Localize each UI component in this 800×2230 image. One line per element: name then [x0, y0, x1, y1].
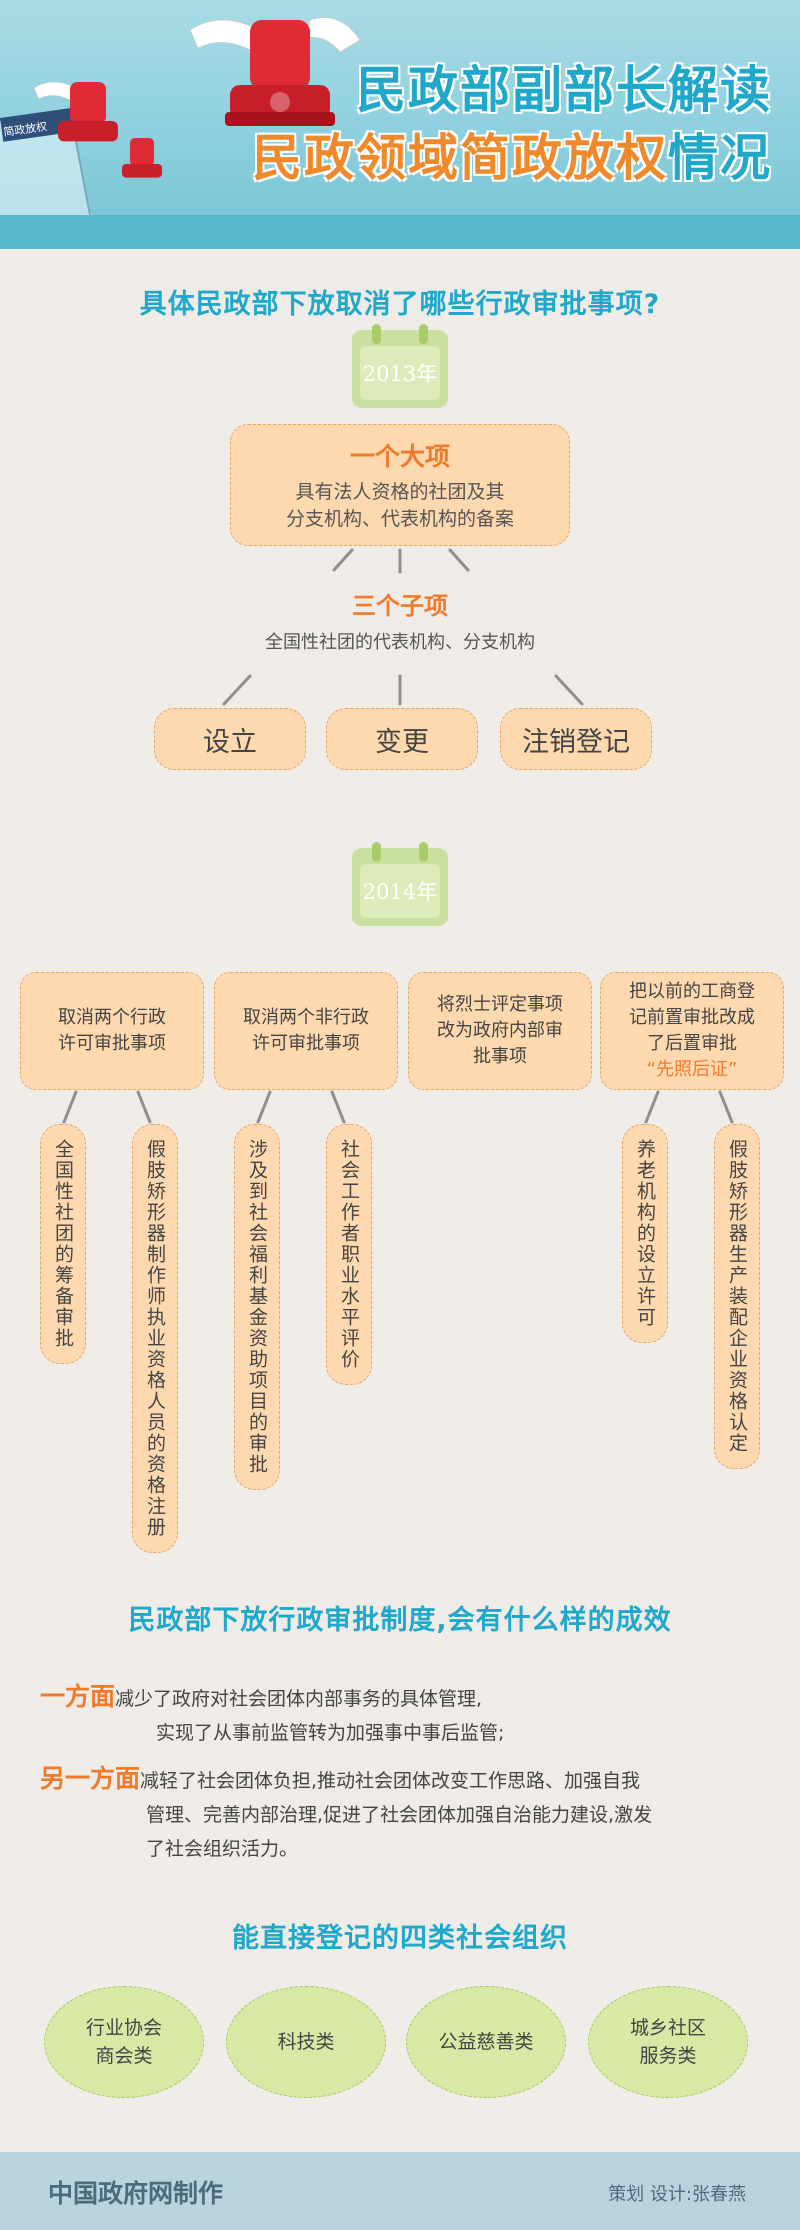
aspect-two-label: 另一方面 — [40, 1764, 141, 1793]
option-establish: 设立 — [154, 708, 306, 770]
title-line-1: 民政部副部长解读 — [356, 61, 772, 119]
vertical-item-1: 全国性社团的筹备审批 — [40, 1124, 86, 1364]
footer-credit: 策划 设计:张春燕 — [608, 2184, 746, 2205]
stamp-icon — [33, 81, 119, 142]
stamp-icon — [189, 17, 361, 126]
box-2014-3: 将烈士评定事项改为政府内部审批事项 — [408, 972, 592, 1090]
sub-items-text: 全国性社团的代表机构、分支机构 — [265, 632, 535, 653]
major-item-title: 一个大项 — [349, 442, 450, 471]
footer-producer: 中国政府网制作 — [48, 2179, 224, 2208]
vertical-item-3: 涉及到社会福利基金资助项目的审批 — [234, 1124, 280, 1490]
major-item-box: 一个大项 具有法人资格的社团及其 分支机构、代表机构的备案 — [230, 424, 570, 546]
section3-title: 能直接登记的四类社会组织 — [232, 1923, 568, 1954]
vertical-item-5: 养老机构的设立许可 — [622, 1124, 668, 1343]
hero-illustration: 简政放权 — [0, 17, 361, 215]
option-cancel-registration: 注销登记 — [500, 708, 652, 770]
title-line-2: 民政领域简政放权情况 — [252, 129, 772, 187]
year-2014: 2014年 — [360, 864, 440, 918]
vertical-item-2: 假肢矫形器制作师执业资格人员的资格注册 — [132, 1124, 178, 1553]
footer: 中国政府网制作 策划 设计:张春燕 — [0, 2152, 800, 2230]
vertical-item-6: 假肢矫形器生产装配企业资格认定 — [714, 1124, 760, 1469]
calendar-icon: 2013年 — [352, 324, 448, 408]
aspect-two: 另一方面减轻了社会团体负担,推动社会团体改变工作思路、加强自我 管理、完善内部治… — [40, 1764, 653, 1860]
box-2014-1: 取消两个行政许可审批事项 — [20, 972, 204, 1090]
year-2013: 2013年 — [360, 346, 440, 400]
sub-items-title: 三个子项 — [352, 592, 448, 620]
stamp-icon — [122, 138, 162, 178]
section1-title: 具体民政部下放取消了哪些行政审批事项? — [139, 289, 661, 320]
svg-text:简政放权: 简政放权 — [2, 119, 48, 139]
header-banner: 简政放权 民政部副部长解读 民政领域简政放权情况 — [0, 0, 800, 215]
org-type-charity: 公益慈善类 — [406, 1986, 566, 2098]
section2-title: 民政部下放行政审批制度,会有什么样的成效 — [128, 1605, 672, 1636]
org-type-community: 城乡社区服务类 — [588, 1986, 748, 2098]
org-type-technology: 科技类 — [226, 1986, 386, 2098]
box-2014-2: 取消两个非行政许可审批事项 — [214, 972, 398, 1090]
aspect-one-label: 一方面 — [40, 1682, 116, 1711]
box-2014-4: 把以前的工商登记前置审批改成了后置审批“先照后证” — [600, 972, 784, 1090]
calendar-icon: 2014年 — [352, 842, 448, 926]
major-item-text: 具有法人资格的社团及其 分支机构、代表机构的备案 — [285, 481, 514, 530]
option-change: 变更 — [326, 708, 478, 770]
header-stripe — [0, 215, 800, 249]
vertical-item-4: 社会工作者职业水平评价 — [326, 1124, 372, 1385]
org-type-industry: 行业协会商会类 — [44, 1986, 204, 2098]
aspect-one: 一方面减少了政府对社会团体内部事务的具体管理, 实现了从事前监管转为加强事中事后… — [40, 1682, 505, 1744]
